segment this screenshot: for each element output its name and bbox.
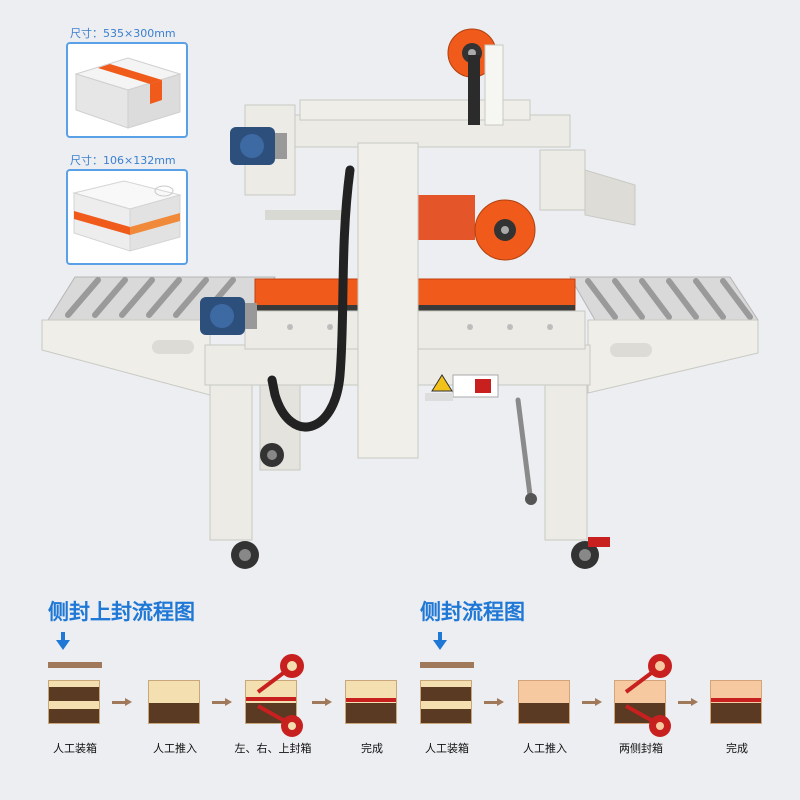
arrow-down-2	[433, 632, 447, 650]
flow2-arrow2	[582, 698, 604, 706]
flow1-arrow1	[112, 698, 134, 706]
left-leg	[209, 364, 253, 541]
flow1-step1-box	[48, 680, 100, 724]
flow-title-side-top: 侧封上封流程图	[48, 600, 195, 624]
inset-size-label-2: 尺寸：106×132mm	[70, 154, 176, 167]
adjust-crank	[515, 397, 533, 498]
flow1-step3-label: 左、右、上封箱	[234, 742, 312, 755]
arrow-down-1	[56, 632, 70, 650]
flow2-step1-box	[420, 680, 472, 724]
inset-image-large-box	[66, 42, 188, 138]
flow1-step4-label: 完成	[361, 742, 383, 755]
flow1-arrow2	[212, 698, 234, 706]
flow-title-side: 侧封流程图	[420, 600, 525, 624]
carton-sealing-machine-image	[41, 28, 759, 569]
inset-image-small-box	[66, 169, 188, 265]
inset-size-label-1: 尺寸：535×300mm	[70, 27, 176, 40]
flow2-step2-label: 人工推入	[523, 742, 567, 755]
caster-wheels	[231, 443, 610, 569]
flow2-arrow1	[484, 698, 506, 706]
large-box-illustration	[74, 57, 182, 129]
flow1-step4-box	[345, 680, 397, 724]
motor-bottom	[200, 297, 257, 335]
motor-top	[230, 127, 287, 165]
flow2-lid	[420, 662, 474, 668]
tape-rollers-icon-2	[624, 654, 672, 737]
flow2-step2-box	[518, 680, 570, 724]
flow1-step2-label: 人工推入	[153, 742, 197, 755]
cable-chain	[267, 165, 355, 432]
flow1-step2-box	[148, 680, 200, 724]
tape-roll-top	[447, 28, 504, 126]
tape-rollers-icon-1	[256, 654, 304, 737]
flow2-step4-label: 完成	[726, 742, 748, 755]
small-box-illustration	[72, 180, 182, 252]
flow2-arrow3	[678, 698, 700, 706]
center-column	[357, 142, 419, 459]
right-roller-conveyor	[569, 276, 759, 394]
flow2-step1-label: 人工装箱	[425, 742, 469, 755]
flow1-step1-label: 人工装箱	[53, 742, 97, 755]
right-leg	[544, 364, 588, 541]
flow2-step4-box	[710, 680, 762, 724]
flow2-step3-label: 两侧封箱	[619, 742, 663, 755]
flow1-lid	[48, 662, 102, 668]
flow1-arrow3	[312, 698, 334, 706]
